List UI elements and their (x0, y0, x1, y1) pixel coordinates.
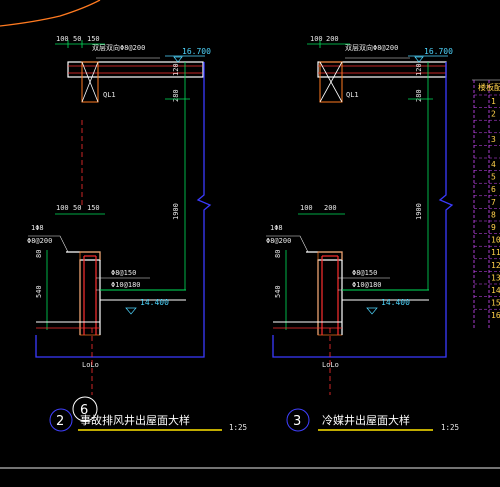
level-top: 16.700 (424, 47, 453, 56)
detail-title: 事故排风井出屋面大样 (80, 413, 190, 427)
column-tag: QL1 (346, 91, 359, 99)
dim-280: 280 (172, 89, 180, 102)
table-cell: 15 (491, 299, 500, 308)
bar-note-2: Φ10@180 (352, 281, 382, 289)
lower-note-2: Φ8@200 (27, 237, 52, 245)
wall-outline (272, 62, 454, 358)
top-dim-100: 100 (310, 35, 323, 43)
table-cell: 9 (491, 223, 496, 232)
table-cell: 11 (491, 248, 500, 257)
axis-number: 6 (80, 403, 88, 418)
title-number: 3 (293, 414, 301, 429)
table-cell: 12 (491, 261, 500, 270)
detail-scale: 1:25 (441, 423, 459, 432)
table-cell: 5 (491, 173, 496, 182)
bar-note-1: Φ8@150 (352, 269, 377, 277)
table-cell: 8 (491, 210, 496, 219)
roof-slab (67, 61, 204, 78)
detail-left: 100 50 150 双层双向Φ8@200 QL1 16.700 120 280… (27, 35, 247, 432)
table-cell: 14 (491, 286, 500, 295)
level-bottom: 14.400 (140, 298, 169, 307)
dim-120: 120 (415, 63, 423, 76)
lower-dim-100: 100 (56, 204, 69, 212)
table-cell: 10 (491, 236, 500, 245)
dim-1900: 1900 (172, 203, 180, 220)
title-circle (286, 408, 310, 432)
lower-dim-200: 200 (324, 204, 337, 212)
lower-note-1: 1Φ8 (31, 224, 44, 232)
table-cell: 7 (491, 198, 496, 207)
dim-120: 120 (172, 63, 180, 76)
dim-540: 540 (274, 285, 282, 298)
column-tag: QL1 (103, 91, 116, 99)
top-dim-100: 100 (56, 35, 69, 43)
table-cell: 13 (491, 273, 500, 282)
top-dim-150: 150 (87, 35, 100, 43)
column-label: LoLo (82, 361, 99, 369)
wall-outline (35, 62, 212, 358)
level-top: 16.700 (182, 47, 211, 56)
table-cell: 6 (491, 185, 496, 194)
table-cell: 1 (491, 97, 496, 106)
ql1-section (81, 61, 99, 103)
bar-note-1: Φ8@150 (111, 269, 136, 277)
lower-dim-50: 50 (73, 204, 81, 212)
table-cell: 2 (491, 110, 496, 119)
column-label: LoLo (322, 361, 339, 369)
top-dim-200: 200 (326, 35, 339, 43)
lower-note-2: Φ8@200 (266, 237, 291, 245)
lower-dim-150: 150 (87, 204, 100, 212)
lower-note-1: 1Φ8 (270, 224, 283, 232)
level-bottom: 14.400 (381, 298, 410, 307)
rebar-note-top: 双层双向Φ8@200 (345, 43, 398, 52)
ql1-section (319, 61, 343, 103)
top-dim-50: 50 (73, 35, 81, 43)
detail-right: 100 200 双层双向Φ8@200 QL1 16.700 120 280 19… (266, 35, 459, 432)
lower-dim-100: 100 (300, 204, 313, 212)
dim-280: 280 (415, 89, 423, 102)
axis-bubble (72, 396, 98, 422)
title-circle (49, 408, 73, 432)
dim-540: 540 (35, 285, 43, 298)
dim-80: 80 (35, 250, 43, 258)
title-number: 2 (56, 414, 64, 429)
table-cell: 3 (491, 135, 496, 144)
table-cell: 4 (491, 160, 496, 169)
detail-scale: 1:25 (229, 423, 247, 432)
roof-slab (317, 61, 447, 78)
arc-curve (0, 0, 101, 27)
table-header: 楼板配 (478, 82, 500, 92)
table-cell: 16 (491, 311, 500, 320)
rebar-note-top: 双层双向Φ8@200 (92, 43, 145, 52)
dim-80: 80 (274, 250, 282, 258)
detail-title: 冷媒井出屋面大样 (322, 413, 410, 427)
bar-note-2: Φ10@180 (111, 281, 141, 289)
dim-1900: 1900 (415, 203, 423, 220)
